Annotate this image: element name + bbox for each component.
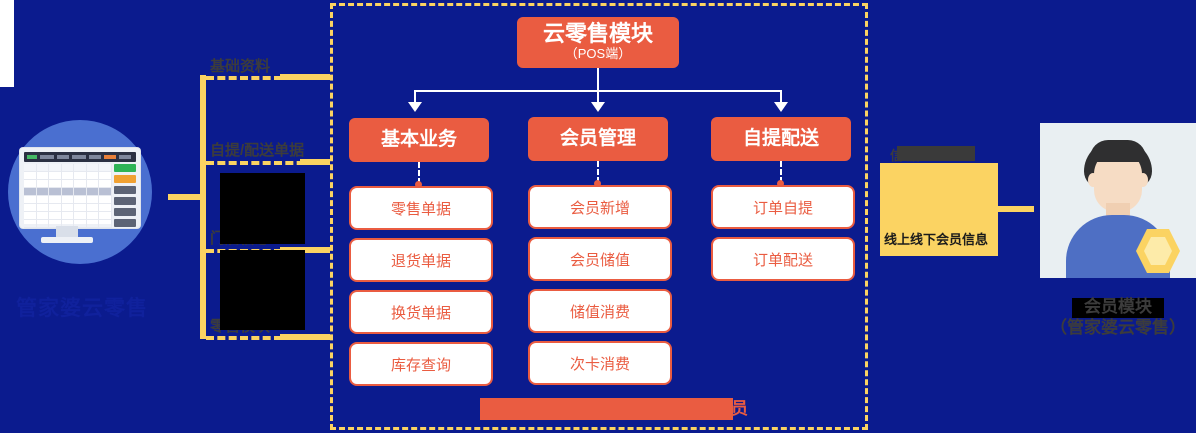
monitor-toolbar bbox=[24, 152, 136, 162]
right-caption-redaction bbox=[1072, 298, 1164, 318]
redaction-block-lower bbox=[220, 250, 305, 330]
branch-arrow-2 bbox=[774, 102, 788, 112]
monitor-base bbox=[41, 237, 93, 243]
dashed-drop-0 bbox=[418, 162, 420, 184]
card-2-0[interactable]: 订单自提 bbox=[711, 185, 855, 229]
node-branch-1[interactable]: 会员管理 bbox=[528, 117, 668, 161]
dashed-drop-dot-2 bbox=[777, 180, 784, 187]
root-vertical-connector bbox=[597, 68, 599, 91]
tree-branch-4-tip bbox=[280, 334, 330, 340]
avatar-ear-left bbox=[1088, 173, 1098, 187]
card-0-2[interactable]: 换货单据 bbox=[349, 290, 493, 334]
branch-arrow-0 bbox=[408, 102, 422, 112]
branch-drop-0 bbox=[414, 90, 416, 103]
right-caption-line2: （管家婆云零售） bbox=[1050, 318, 1186, 338]
member-box-connector bbox=[998, 206, 1034, 212]
right-caption: 会员模块 （管家婆云零售） bbox=[1040, 296, 1196, 339]
card-1-1[interactable]: 会员储值 bbox=[528, 237, 672, 281]
tree-branch-1-tip bbox=[280, 74, 330, 80]
card-1-2[interactable]: 储值消费 bbox=[528, 289, 672, 333]
card-1-0[interactable]: 会员新增 bbox=[528, 185, 672, 229]
tree-branch-3-tip bbox=[280, 247, 330, 253]
card-0-3[interactable]: 库存查询 bbox=[349, 342, 493, 386]
right-box-label-redaction bbox=[897, 146, 975, 161]
tree-branch-2 bbox=[206, 161, 316, 165]
tree-branch-2-tip bbox=[300, 159, 330, 165]
branch-drop-2 bbox=[780, 90, 782, 103]
pos-module-container bbox=[330, 3, 868, 430]
member-info-box[interactable]: 线上线下会员信息 bbox=[880, 163, 998, 256]
redaction-block-upper bbox=[220, 173, 305, 244]
tree-spine bbox=[200, 75, 206, 339]
node-branch-2[interactable]: 自提配送 bbox=[711, 117, 851, 161]
left-caption: 管家婆云零售 bbox=[16, 297, 148, 320]
member-avatar-illustration bbox=[1040, 123, 1196, 278]
dashed-drop-dot-1 bbox=[594, 180, 601, 187]
node-branch-2-title: 自提配送 bbox=[742, 127, 819, 149]
monitor-data-grid bbox=[24, 164, 113, 228]
right-caption-line1: 会员模块 bbox=[1084, 297, 1152, 316]
dashed-drop-dot-0 bbox=[415, 181, 422, 188]
card-1-3[interactable]: 次卡消费 bbox=[528, 341, 672, 385]
node-branch-0-title: 基本业务 bbox=[380, 128, 457, 150]
node-root-title: 云零售模块 bbox=[542, 20, 653, 46]
tree-branch-4 bbox=[206, 336, 316, 340]
monitor-stand bbox=[56, 226, 78, 238]
node-branch-1-title: 会员管理 bbox=[559, 127, 636, 149]
branch-arrow-1 bbox=[591, 102, 605, 112]
node-branch-0[interactable]: 基本业务 bbox=[349, 118, 489, 162]
tree-label-1: 自提/配送单据 bbox=[210, 142, 305, 159]
dashed-drop-1 bbox=[597, 161, 599, 183]
monitor-side-buttons bbox=[114, 164, 136, 230]
bottom-note: 员 bbox=[731, 399, 748, 418]
dashed-drop-2 bbox=[780, 161, 782, 183]
desktop-monitor-illustration bbox=[8, 120, 152, 264]
member-info-box-text: 线上线下会员信息 bbox=[884, 232, 989, 247]
bottom-redaction-bar bbox=[480, 398, 733, 420]
avatar-ear-right bbox=[1138, 173, 1148, 187]
avatar-hair-front bbox=[1090, 140, 1146, 162]
tree-branch-1 bbox=[206, 76, 316, 80]
branch-drop-1 bbox=[597, 90, 599, 103]
card-0-1[interactable]: 退货单据 bbox=[349, 238, 493, 282]
monitor-screen bbox=[20, 148, 140, 228]
card-2-1[interactable]: 订单配送 bbox=[711, 237, 855, 281]
tree-stem bbox=[168, 194, 202, 200]
tree-label-0: 基础资料 bbox=[210, 58, 271, 75]
node-root-subtitle: （POS端） bbox=[564, 46, 632, 62]
node-root[interactable]: 云零售模块 （POS端） bbox=[517, 17, 679, 68]
card-0-0[interactable]: 零售单据 bbox=[349, 186, 493, 230]
corner-notch bbox=[0, 0, 14, 87]
